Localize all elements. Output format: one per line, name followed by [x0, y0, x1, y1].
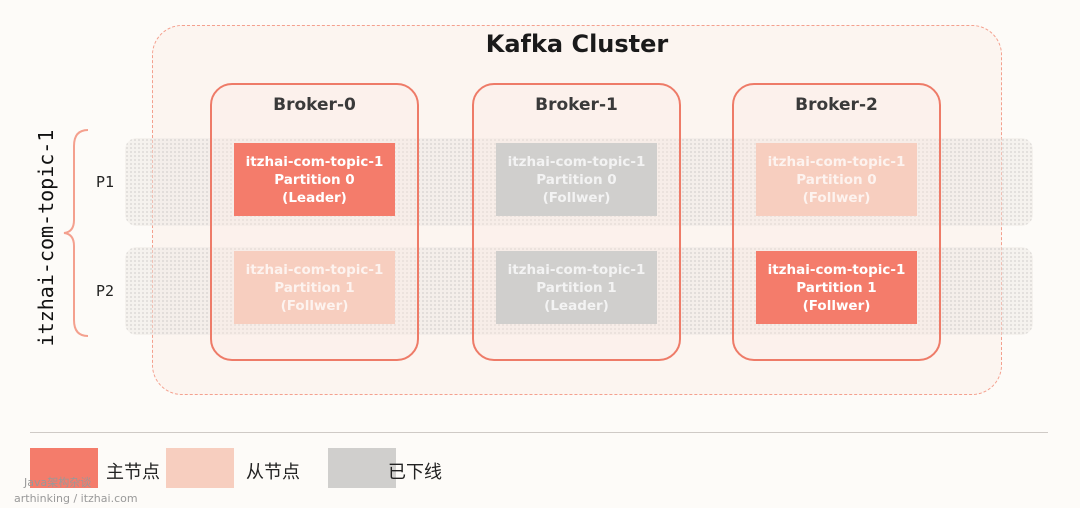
legend-swatch-follower	[166, 448, 234, 488]
legend-label-offline: 已下线	[388, 462, 442, 483]
partition-box-b0-p1: itzhai-com-topic-1 Partition 1 (Follwer)	[234, 251, 395, 324]
broker-title: Broker-1	[535, 95, 618, 115]
partition-number: Partition 1	[274, 279, 355, 296]
partition-role: (Follwer)	[802, 189, 871, 206]
partition-box-b1-p1: itzhai-com-topic-1 Partition 1 (Leader)	[496, 251, 657, 324]
legend-swatch-offline	[328, 448, 396, 488]
partition-number: Partition 1	[796, 279, 877, 296]
partition-box-b2-p0: itzhai-com-topic-1 Partition 0 (Follwer)	[756, 143, 917, 216]
partition-number: Partition 1	[536, 279, 617, 296]
partition-number: Partition 0	[274, 171, 355, 188]
partition-label-p2: P2	[96, 282, 115, 300]
partition-role: (Leader)	[544, 297, 609, 314]
partition-topic: itzhai-com-topic-1	[245, 261, 384, 278]
partition-topic: itzhai-com-topic-1	[507, 261, 646, 278]
partition-box-b2-p1: itzhai-com-topic-1 Partition 1 (Follwer)	[756, 251, 917, 324]
partition-topic: itzhai-com-topic-1	[245, 153, 384, 170]
legend-label-leader: 主节点	[106, 462, 160, 483]
partition-role: (Follwer)	[542, 189, 611, 206]
partition-box-b1-p0: itzhai-com-topic-1 Partition 0 (Follwer)	[496, 143, 657, 216]
broker-title: Broker-2	[795, 95, 878, 115]
partition-role: (Leader)	[282, 189, 347, 206]
topic-label-text: itzhai-com-topic-1	[34, 129, 58, 347]
watermark-line2: arthinking / itzhai.com	[14, 492, 138, 505]
legend-label-follower: 从节点	[246, 462, 300, 483]
partition-topic: itzhai-com-topic-1	[507, 153, 646, 170]
legend-divider	[30, 432, 1048, 433]
partition-number: Partition 0	[796, 171, 877, 188]
cluster-title: Kafka Cluster	[485, 30, 669, 58]
partition-role: (Follwer)	[802, 297, 871, 314]
partition-label-p1: P1	[96, 173, 115, 191]
partition-role: (Follwer)	[280, 297, 349, 314]
partition-topic: itzhai-com-topic-1	[767, 261, 906, 278]
partition-box-b0-p0: itzhai-com-topic-1 Partition 0 (Leader)	[234, 143, 395, 216]
partition-topic: itzhai-com-topic-1	[767, 153, 906, 170]
legend-swatch-leader	[30, 448, 98, 488]
watermark-line1: Java架构杂谈	[24, 476, 92, 489]
partition-number: Partition 0	[536, 171, 617, 188]
curly-brace-icon	[63, 129, 89, 337]
broker-title: Broker-0	[273, 95, 356, 115]
